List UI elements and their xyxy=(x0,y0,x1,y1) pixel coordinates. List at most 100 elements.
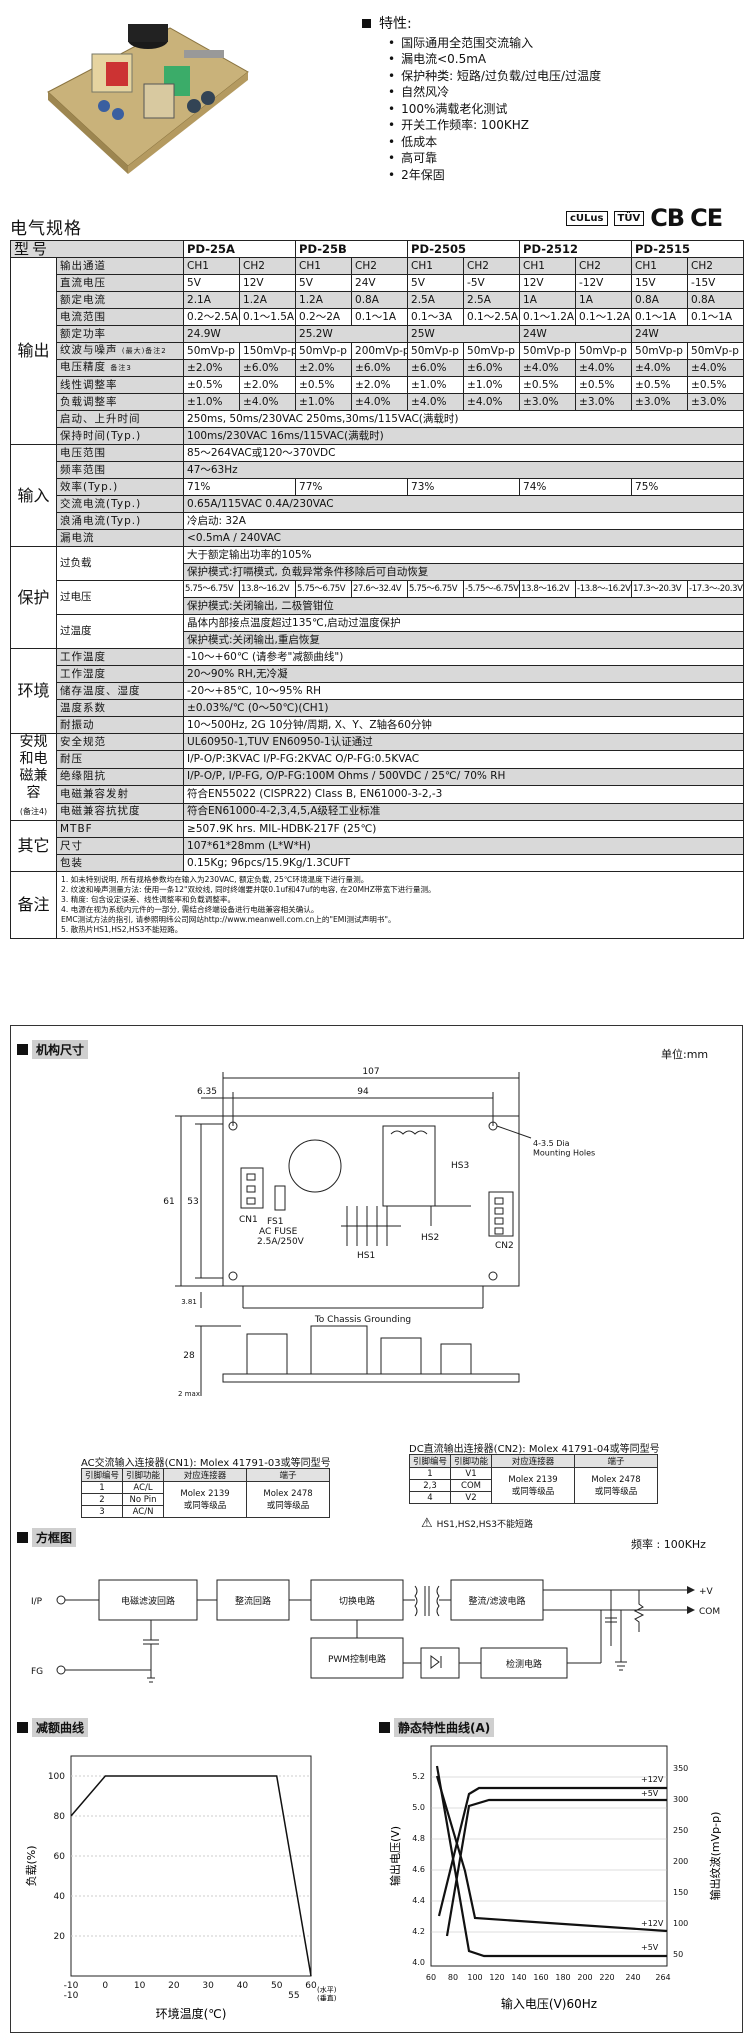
static-curve-vout-12v xyxy=(437,1786,667,1917)
row-label: 过电压 xyxy=(55,580,185,615)
cell: ±2.0% xyxy=(351,376,409,394)
x-tick: 160 xyxy=(533,1973,548,1982)
cell: 0.15Kg; 96pcs/15.9Kg/1.3CUFT xyxy=(183,854,745,872)
cell: 0.1～1.2A xyxy=(519,308,577,326)
cell: ±0.5% xyxy=(519,376,577,394)
row-label: 安全规范 xyxy=(55,732,185,752)
cell: 24W xyxy=(631,325,745,343)
cell: ±3.0% xyxy=(687,393,745,411)
feature-item: 低成本 xyxy=(388,134,740,151)
derating-frame xyxy=(70,1755,312,1977)
cell: 24V xyxy=(351,274,409,292)
model-row: 型号 PD-25A PD-25B PD-2505 PD-2512 PD-2515 xyxy=(9,240,745,258)
series-label: +12V xyxy=(641,1919,664,1928)
x-tick: 180 xyxy=(555,1973,570,1982)
static-xlabel: 输入电压(V)60Hz xyxy=(501,1996,597,2011)
cell: UL60950-1,TUV EN60950-1认证通过 xyxy=(183,732,745,752)
cell: 0.2～2A xyxy=(295,308,353,326)
warning-icon: ⚠ xyxy=(421,1516,433,1531)
cell: ±4.0% xyxy=(519,359,577,377)
cn1-func: No Pin xyxy=(122,1493,165,1506)
cell: 50mVp-p xyxy=(183,342,241,360)
cell: 大于额定输出功率的105% xyxy=(183,546,745,564)
cell: 75% xyxy=(631,478,745,496)
derating-curve xyxy=(70,1775,312,1977)
cell: 0.8A xyxy=(351,291,409,309)
x-tick: 80 xyxy=(448,1973,458,1982)
row-label: 储存温度、湿度 xyxy=(55,682,185,700)
yl-tick: 4.4 xyxy=(412,1896,425,1905)
cell: 17.3～20.3V xyxy=(631,580,689,598)
row-in-voltage: 输入 电压范围 85～264VAC或120～370VDC xyxy=(10,444,745,547)
row-inrush: 浪涌电流(Typ.) 冷启动: 32A xyxy=(11,512,745,530)
cell: <0.5mA / 240VAC xyxy=(183,529,745,547)
cert-logos: cULus TÜV CB CE xyxy=(566,204,723,232)
cn1-header: 引脚编号 xyxy=(80,1468,124,1482)
cell: ±4.0% xyxy=(687,359,745,377)
cell: CH2 xyxy=(575,257,633,275)
cell: -5V xyxy=(463,274,521,292)
feature-item: 2年保固 xyxy=(388,167,740,184)
row-label: 工作温度 xyxy=(55,648,185,666)
cell: 2.5A xyxy=(463,291,521,309)
cell: 0.8A xyxy=(687,291,745,309)
cell: 13.8～16.2V xyxy=(239,580,297,598)
ripple-sub: (最大)备注2 xyxy=(121,347,167,355)
cell: 27.6～32.4V xyxy=(351,580,409,598)
cell: 5V xyxy=(295,274,353,292)
yl-tick: 5.0 xyxy=(412,1803,425,1812)
mech-title-text: 机构尺寸 xyxy=(32,1040,89,1059)
cell: 107*61*28mm (L*W*H) xyxy=(183,837,745,855)
cell: 0.1～1.2A xyxy=(575,308,633,326)
row-label: 过负载 xyxy=(55,546,185,581)
cell: 71% xyxy=(183,478,297,496)
note-item: 2. 纹波和噪声测量方法: 使用一条12"双绞线, 同时终端要并联0.1uf和4… xyxy=(61,885,436,894)
row-temp-coef: 温度系数 ±0.03%/℃ (0～50℃)(CH1) xyxy=(11,699,745,717)
cell: 12V xyxy=(239,274,297,292)
series-label: +5V xyxy=(641,1943,659,1952)
hs1-label: HS1 xyxy=(357,1251,375,1261)
block-switch: 切换电路 xyxy=(339,1595,375,1607)
cell: 0.1～1.5A xyxy=(239,308,297,326)
row-emi: 电磁兼容发射 符合EN55022 (CISPR22) Class B, EN61… xyxy=(11,785,745,804)
yr-tick: 300 xyxy=(673,1795,688,1804)
cn1-func: AC/N xyxy=(122,1505,165,1518)
row-vibration: 耐振动 10～500Hz, 2G 10分钟/周期, X、Y、Z轴各60分钟 xyxy=(11,716,745,734)
yl-tick: 5.2 xyxy=(412,1772,425,1781)
io-ip: I/P xyxy=(31,1597,43,1607)
cell: ±0.03%/℃ (0～50℃)(CH1) xyxy=(183,699,745,717)
cell: 0.1～1A xyxy=(351,308,409,326)
cell: CH1 xyxy=(295,257,353,275)
cell: ±1.0% xyxy=(407,376,465,394)
cell: -15V xyxy=(687,274,745,292)
features-title: 特性: xyxy=(362,16,740,33)
row-efficiency: 效率(Typ.) 71%77%73%74%75% xyxy=(11,478,745,496)
cell: -17.3～-20.3V xyxy=(687,580,745,598)
block-emi: 电磁滤波回路 xyxy=(121,1595,175,1607)
cell: ±4.0% xyxy=(463,393,521,411)
cell: 符合EN61000-4-2,3,4,5,A级轻工业标准 xyxy=(183,802,745,822)
row-safety-std: 安规和电磁兼容(备注4) 安全规范 UL60950-1,TUV EN60950-… xyxy=(10,732,745,821)
block-rect: 整流回路 xyxy=(235,1595,271,1607)
x-tick: 60 xyxy=(305,1981,317,1991)
cell: 77% xyxy=(295,478,409,496)
cn1-header: 对应连接器 xyxy=(163,1468,248,1482)
cn2-header: 对应连接器 xyxy=(491,1454,576,1468)
row-label: 效率(Typ.) xyxy=(55,478,185,496)
feature-item: 保护种类: 短路/过负载/过电压/过温度 xyxy=(388,68,740,85)
cn1-pin: 2 xyxy=(80,1493,124,1506)
row-label: 额定电流 xyxy=(55,291,185,309)
row-overtemp-2: 保护模式:关闭输出,重启恢复 xyxy=(11,631,745,649)
row-withstand: 耐压 I/P-O/P:3KVAC I/P-FG:2KVAC O/P-FG:0.5… xyxy=(11,750,745,769)
static-chart: 60 80 100 120 140 160 180 200 220 240 26… xyxy=(388,1745,722,2011)
cell: 0.1～1A xyxy=(687,308,745,326)
note-item: 1. 如未特别说明, 所有规格参数均在输入为230VAC, 额定负载, 25℃环… xyxy=(61,875,369,884)
cell: 250ms, 50ms/230VAC 250ms,30ms/115VAC(满载时… xyxy=(183,410,745,428)
cell: ±3.0% xyxy=(519,393,577,411)
row-label: MTBF xyxy=(55,820,185,838)
row-ems: 电磁兼容抗扰度 符合EN61000-4-2,3,4,5,A级轻工业标准 xyxy=(11,802,745,822)
fs1-label: FS1 xyxy=(267,1217,283,1227)
row-label: 电磁兼容抗扰度 xyxy=(55,802,185,822)
